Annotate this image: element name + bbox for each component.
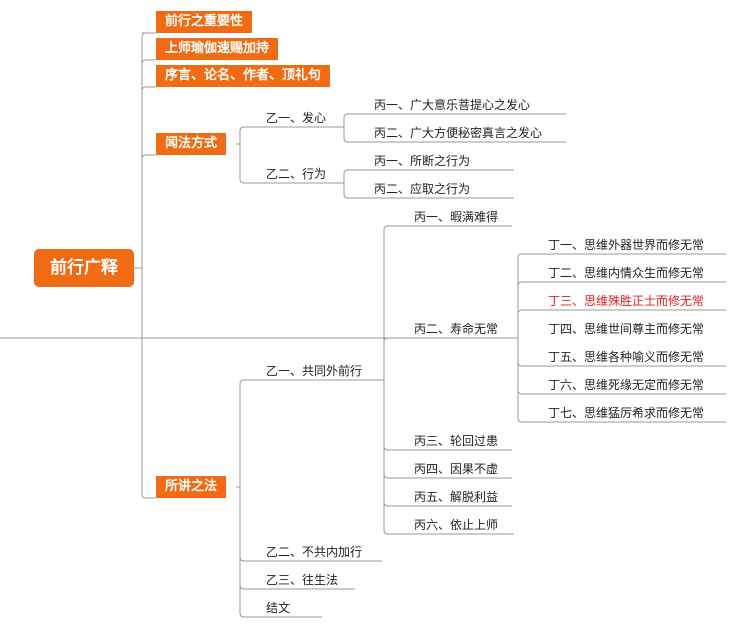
- node-bing6-yizhi: 丙六、依止上师: [414, 518, 499, 532]
- node-bing1-guangda-yile: 丙一、广大意乐菩提心之发心: [374, 98, 531, 112]
- gongtong-branch-5: [383, 529, 514, 535]
- gongtong-branch-1: [383, 337, 518, 343]
- node-bing5-jietuo: 丙五、解脱利益: [414, 490, 499, 504]
- gongtong-branch-3: [383, 473, 512, 479]
- node-yi1-gongtong: 乙一、共同外前行: [266, 364, 363, 378]
- root-branch-3: [141, 154, 156, 160]
- suojiang-branch-0: [239, 379, 384, 385]
- xingwei-branch-1: [343, 193, 514, 199]
- suojiang-branch-1: [239, 556, 382, 562]
- root-branch-0: [141, 32, 156, 38]
- node-qianxing-zhongyao: 前行之重要性: [156, 11, 253, 33]
- xingwei-branch-0: [343, 169, 514, 175]
- node-suojiang-zhifa: 所讲之法: [156, 476, 227, 498]
- node-shangshi-yuqie: 上师瑜伽速赐加持: [156, 38, 279, 60]
- node-ding3-highlighted: 丁三、思维殊胜正士而修无常: [548, 294, 705, 308]
- suojiang-branch-3: [239, 612, 322, 618]
- root-branch-2: [141, 86, 156, 92]
- node-bing4-yinguo: 丙四、因果不虚: [414, 462, 499, 476]
- node-ding6: 丁六、思维死缘无定而修无常: [548, 378, 705, 392]
- wenfa-branch-0: [239, 126, 344, 132]
- node-yi2-xingwei: 乙二、行为: [266, 167, 327, 181]
- node-yi1-faxin: 乙一、发心: [266, 111, 327, 125]
- node-jiewen: 结文: [266, 601, 291, 615]
- faxin-branch-0: [343, 113, 566, 119]
- node-bing2-shouming: 丙二、寿命无常: [414, 322, 499, 336]
- node-bing2-guangda-fangbian: 丙二、广大方便秘密真言之发心: [374, 126, 543, 140]
- node-ding5: 丁五、思维各种喻义而修无常: [548, 350, 705, 364]
- node-ding7: 丁七、思维猛厉希求而修无常: [548, 406, 705, 420]
- node-bing3-lunhui: 丙三、轮回过患: [414, 434, 499, 448]
- faxin-branch-1: [343, 137, 566, 143]
- node-yi3-wangsheng: 乙三、往生法: [266, 573, 339, 587]
- node-bing2-yingqu: 丙二、应取之行为: [374, 182, 471, 196]
- shouming-branch-4: [517, 361, 726, 367]
- root-node: 前行广释: [34, 249, 134, 287]
- node-xuyan-lunming: 序言、论名、作者、顶礼句: [156, 65, 331, 87]
- shouming-branch-2: [517, 309, 726, 315]
- gongtong-branch-2: [383, 445, 512, 451]
- root-branch-1: [141, 59, 156, 65]
- shouming-branch-5: [517, 389, 726, 395]
- node-wenfa-fangshi: 闻法方式: [156, 133, 227, 155]
- gongtong-branch-0: [383, 225, 512, 231]
- node-yi2-bugong: 乙二、不共内加行: [266, 545, 363, 559]
- node-ding4: 丁四、思维世间尊主而修无常: [548, 322, 705, 336]
- shouming-branch-6: [517, 417, 726, 423]
- root-branch-4: [141, 493, 156, 499]
- gongtong-branch-4: [383, 501, 512, 507]
- shouming-branch-0: [517, 253, 726, 259]
- node-bing1-suoduan: 丙一、所断之行为: [374, 154, 471, 168]
- shouming-branch-1: [517, 281, 726, 287]
- node-ding1: 丁一、思维外器世界而修无常: [548, 238, 705, 252]
- node-bing1-xiaman: 丙一、暇满难得: [414, 210, 499, 224]
- wenfa-branch-1: [239, 178, 344, 184]
- suojiang-branch-2: [239, 584, 355, 590]
- node-ding2: 丁二、思维内情众生而修无常: [548, 266, 705, 280]
